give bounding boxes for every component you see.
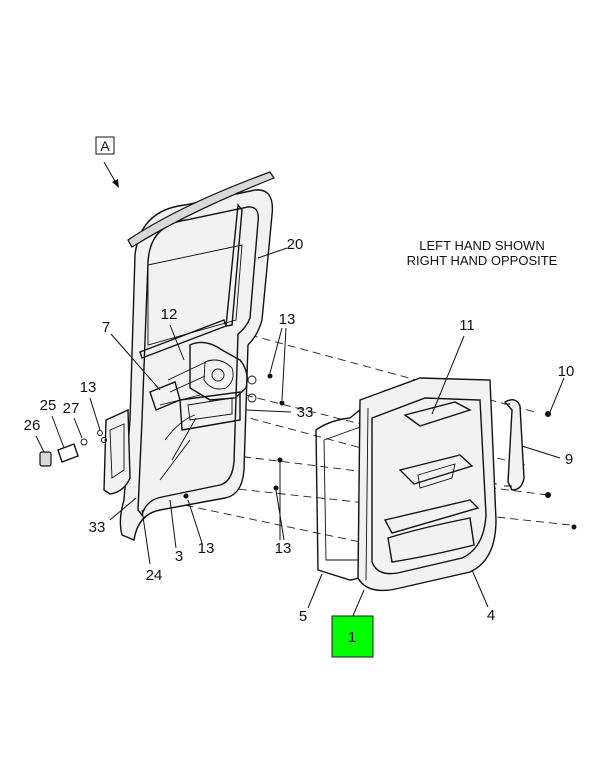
door-frame <box>119 189 274 541</box>
pull-handle <box>503 399 525 491</box>
trim-panel <box>357 377 497 592</box>
outside-handle <box>103 408 131 495</box>
orientation-note: LEFT HAND SHOWN RIGHT HAND OPPOSITE <box>407 238 558 268</box>
callout-33-left[interactable]: 33 <box>89 519 106 536</box>
callouts: 1 3 4 5 7 9 10 11 12 13 13 13 13 20 24 2… <box>24 236 575 646</box>
leader-lines <box>35 247 565 619</box>
callout-10[interactable]: 10 <box>558 363 575 380</box>
callout-26[interactable]: 26 <box>24 417 41 434</box>
callout-4[interactable]: 4 <box>487 607 495 624</box>
highlighted-part-marker[interactable] <box>331 615 374 658</box>
callout-9[interactable]: 9 <box>565 451 573 468</box>
view-letter: A <box>100 138 110 154</box>
callout-7[interactable]: 7 <box>102 319 110 336</box>
note-line-1: LEFT HAND SHOWN <box>419 238 544 253</box>
note-line-2: RIGHT HAND OPPOSITE <box>407 253 558 268</box>
window-channel <box>127 171 275 359</box>
callout-20[interactable]: 20 <box>287 236 304 253</box>
regulator-mechanism <box>149 341 257 481</box>
callout-1[interactable]: 1 <box>348 629 356 646</box>
small-hardware <box>39 430 107 467</box>
callout-13-top[interactable]: 13 <box>279 311 296 328</box>
callout-13-left[interactable]: 13 <box>80 379 97 396</box>
view-indicator: A <box>95 136 119 188</box>
callout-24[interactable]: 24 <box>146 567 163 584</box>
callout-13-lower[interactable]: 13 <box>275 540 292 557</box>
callout-3[interactable]: 3 <box>175 548 183 565</box>
callout-27[interactable]: 27 <box>63 400 80 417</box>
callout-5[interactable]: 5 <box>299 608 307 625</box>
callout-25[interactable]: 25 <box>40 397 57 414</box>
callout-13-bottom[interactable]: 13 <box>198 540 215 557</box>
callout-12[interactable]: 12 <box>161 306 178 323</box>
callout-33-right[interactable]: 33 <box>297 404 314 421</box>
callout-11[interactable]: 11 <box>459 317 475 334</box>
